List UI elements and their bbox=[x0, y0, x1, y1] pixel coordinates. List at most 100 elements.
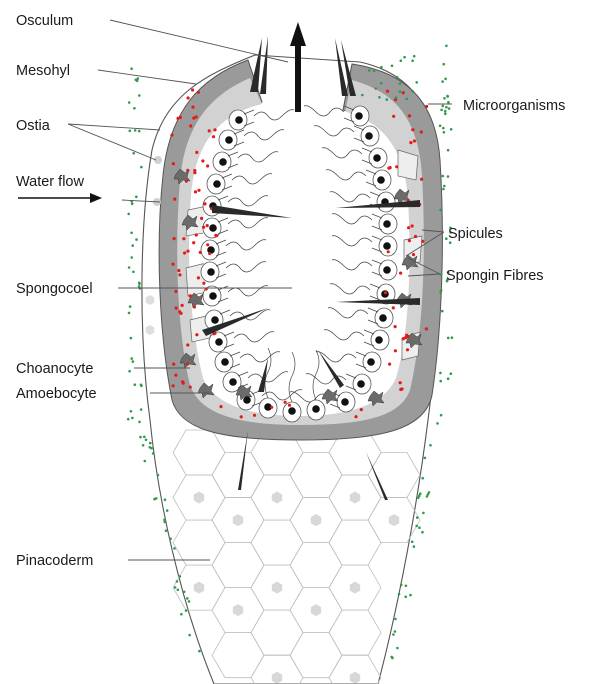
food-particle bbox=[253, 414, 256, 417]
food-particle bbox=[175, 307, 178, 310]
microorganism bbox=[400, 584, 403, 587]
microorganism bbox=[439, 291, 442, 294]
microorganism bbox=[143, 436, 146, 439]
leader-ostia-b bbox=[68, 124, 156, 160]
choanocyte-nucleus bbox=[355, 112, 363, 120]
microorganism bbox=[169, 538, 172, 541]
microorganism bbox=[361, 94, 364, 97]
food-particle bbox=[360, 408, 363, 411]
microorganism bbox=[445, 45, 448, 48]
food-particle bbox=[194, 190, 197, 193]
microorganism bbox=[447, 101, 450, 104]
microorganism bbox=[416, 516, 419, 519]
microorganism bbox=[418, 526, 421, 529]
food-particle bbox=[174, 374, 177, 377]
food-particle bbox=[186, 250, 189, 253]
microorganism bbox=[177, 589, 180, 592]
food-particle bbox=[402, 337, 405, 340]
microorganism bbox=[392, 633, 395, 636]
food-particle bbox=[186, 169, 189, 172]
food-particle bbox=[193, 171, 196, 174]
microorganism bbox=[445, 106, 448, 109]
food-particle bbox=[182, 237, 185, 240]
food-particle bbox=[187, 96, 190, 99]
microorganism bbox=[380, 82, 383, 85]
choanocyte-nucleus bbox=[383, 242, 391, 250]
food-particle bbox=[182, 382, 185, 385]
microorganism bbox=[439, 125, 442, 128]
food-particle bbox=[288, 404, 291, 407]
food-particle bbox=[197, 276, 200, 279]
microorganism bbox=[128, 312, 131, 315]
food-particle bbox=[201, 159, 204, 162]
microorganism bbox=[130, 256, 133, 259]
microorganism bbox=[131, 203, 134, 206]
microorganism bbox=[374, 87, 377, 90]
microorganism bbox=[411, 90, 414, 93]
choanocyte-nucleus bbox=[213, 180, 221, 188]
microorganism bbox=[421, 477, 424, 480]
microorganism bbox=[188, 600, 191, 603]
arrow-shaft bbox=[295, 42, 301, 112]
choanocyte-nucleus bbox=[375, 336, 383, 344]
food-particle bbox=[219, 405, 222, 408]
choanocyte-nucleus bbox=[312, 405, 320, 413]
microorganism bbox=[409, 594, 412, 597]
microorganism bbox=[165, 529, 168, 532]
microorganism bbox=[138, 94, 141, 97]
food-particle bbox=[197, 189, 200, 192]
microorganism bbox=[446, 95, 449, 98]
microorganism bbox=[138, 130, 141, 133]
microorganism bbox=[447, 149, 450, 152]
choanocyte-nucleus bbox=[341, 398, 349, 406]
microorganism bbox=[440, 414, 443, 417]
microorganism bbox=[429, 444, 432, 447]
microorganism bbox=[135, 79, 138, 82]
choanocyte-nucleus bbox=[367, 358, 375, 366]
microorganism bbox=[145, 439, 148, 442]
food-particle bbox=[172, 162, 175, 165]
food-particle bbox=[399, 272, 402, 275]
microorganism bbox=[132, 271, 135, 274]
food-particle bbox=[425, 105, 428, 108]
food-particle bbox=[394, 349, 397, 352]
microorganism bbox=[450, 128, 453, 131]
choanocyte-nucleus bbox=[207, 268, 215, 276]
food-particle bbox=[414, 235, 417, 238]
microorganism bbox=[380, 66, 383, 69]
food-particle bbox=[213, 128, 216, 131]
microorganism bbox=[400, 59, 403, 62]
food-particle bbox=[388, 363, 391, 366]
microorganism bbox=[139, 436, 142, 439]
microorganism bbox=[439, 372, 442, 375]
food-particle bbox=[170, 134, 173, 137]
microorganism bbox=[444, 113, 447, 116]
microorganism bbox=[399, 90, 402, 93]
food-particle bbox=[186, 362, 189, 365]
microorganism bbox=[394, 630, 397, 633]
food-particle bbox=[200, 217, 203, 220]
choanocyte-nucleus bbox=[373, 154, 381, 162]
food-particle bbox=[387, 167, 390, 170]
microorganism bbox=[394, 618, 397, 621]
arrow-head bbox=[290, 22, 306, 46]
microorganism bbox=[439, 380, 442, 383]
choanocyte-nucleus bbox=[383, 266, 391, 274]
microorganism bbox=[130, 337, 133, 340]
microorganism bbox=[399, 82, 402, 85]
choanocyte-nucleus bbox=[377, 176, 385, 184]
microorganism bbox=[441, 310, 444, 313]
microorganism bbox=[140, 408, 143, 411]
food-particle bbox=[208, 129, 211, 132]
microorganism bbox=[413, 55, 416, 58]
microorganism bbox=[451, 336, 454, 339]
choanocyte-nucleus bbox=[379, 314, 387, 322]
microorganism bbox=[135, 196, 138, 199]
microorganism bbox=[447, 175, 450, 178]
food-particle bbox=[386, 90, 389, 93]
choanocyte-nucleus bbox=[221, 358, 229, 366]
microorganism bbox=[153, 498, 156, 501]
choanocyte-nucleus bbox=[211, 316, 219, 324]
microorganism bbox=[448, 107, 451, 110]
label-amoebocyte: Amoebocyte bbox=[16, 386, 97, 402]
